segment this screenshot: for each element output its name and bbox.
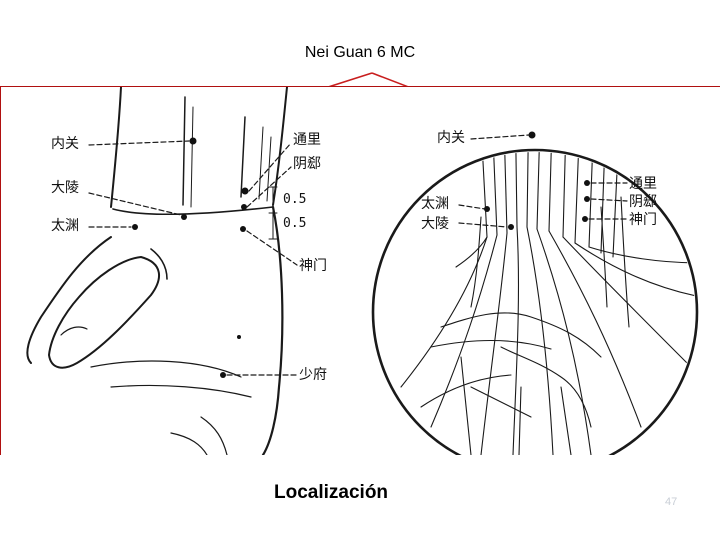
- point-shaofu-left: [220, 372, 226, 378]
- point-shenmen-left: [240, 226, 246, 232]
- label-daling-right: 大陵: [421, 216, 449, 232]
- label-shaofu-left: 少府: [299, 367, 327, 383]
- point-yinxi-left: [241, 204, 247, 210]
- figure-caption: Localización: [274, 482, 389, 503]
- point-daling-left: [181, 214, 187, 220]
- point-taiyuan-left: [132, 224, 138, 230]
- slide-title: Nei Guan 6 MC: [304, 44, 416, 61]
- label-tongli-left: 通里: [293, 132, 321, 148]
- point-daling-right: [508, 224, 514, 230]
- label-tongli-right: 通里: [629, 176, 657, 192]
- point-tongli-right: [584, 180, 590, 186]
- label-yinxi-right: 阴郄: [629, 194, 657, 210]
- label-daling-left: 大陵: [51, 180, 79, 196]
- label-shenmen-left: 神门: [299, 258, 327, 274]
- point-yinxi-right: [584, 196, 590, 202]
- page-number: 47: [665, 496, 678, 508]
- point-shenmen-right: [582, 216, 588, 222]
- label-taiyuan-left: 太渊: [51, 218, 79, 234]
- palm-outline: [261, 205, 284, 455]
- point-tongli-left: [241, 187, 249, 195]
- point-neiguan-right: [528, 131, 536, 139]
- point-taiyuan-right: [484, 206, 490, 212]
- forearm-outline: [110, 87, 122, 208]
- dimension-label-1: 0.5: [283, 192, 307, 207]
- label-yinxi-left: 阴郄: [293, 156, 321, 172]
- dimension-label-2: 0.5: [283, 216, 307, 231]
- left-acupoint-markers: [132, 137, 249, 378]
- thumb-outline: [47, 255, 160, 369]
- magnified-view-circle: [371, 148, 699, 455]
- anatomy-drawing: [26, 87, 699, 455]
- label-shenmen-right: 神门: [629, 212, 657, 228]
- label-taiyuan-right: 太渊: [421, 196, 449, 212]
- right-acupoint-markers: [484, 131, 590, 230]
- point-neiguan-left: [189, 137, 197, 145]
- acupoint-illustration: 内关 大陵 太渊 通里 阴郄 0.5 0.5 神门 少府 内关 太渊 大陵 通里…: [0, 86, 720, 455]
- label-neiguan-right: 内关: [437, 130, 465, 146]
- label-neiguan-left: 内关: [51, 136, 79, 152]
